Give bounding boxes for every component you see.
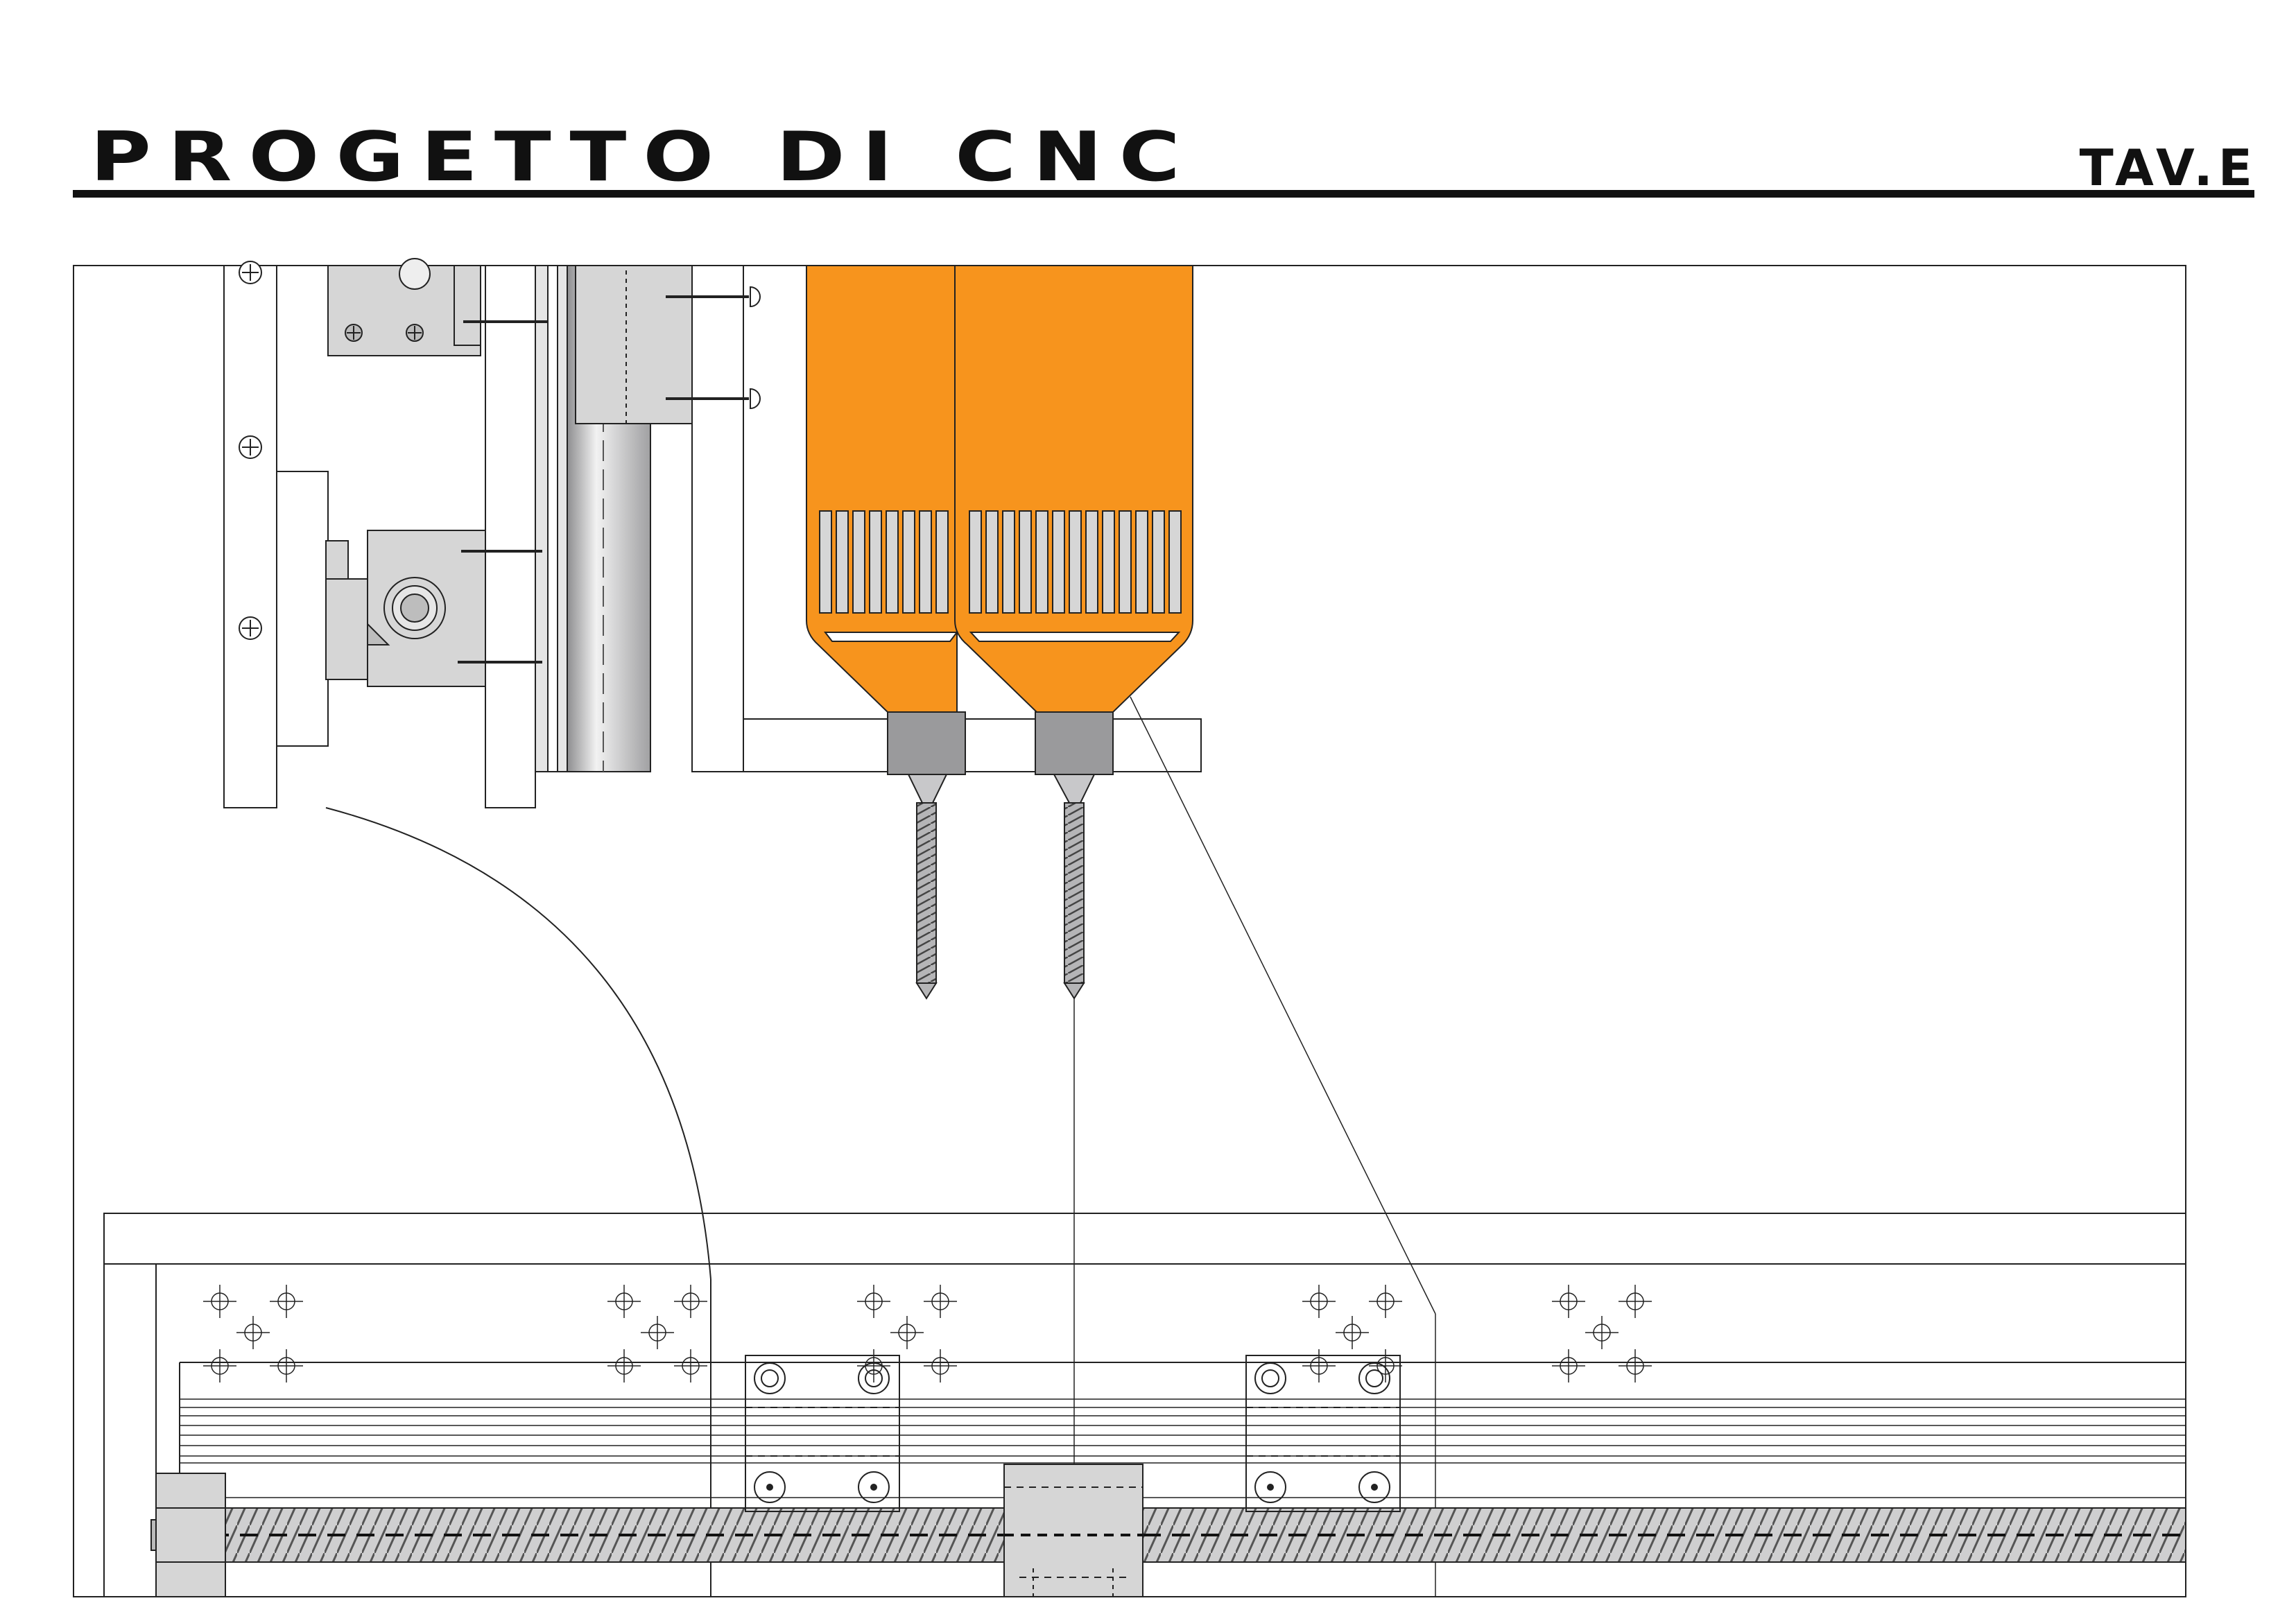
mounting-hole — [641, 1316, 674, 1349]
mounting-hole — [890, 1316, 924, 1349]
mounting-hole — [924, 1285, 957, 1318]
mounting-hole — [924, 1349, 957, 1382]
bearing-block-lower — [325, 530, 486, 687]
mounting-hole — [1302, 1285, 1336, 1318]
mounting-hole — [1336, 1316, 1369, 1349]
mounting-hole — [270, 1349, 303, 1382]
projection-lines — [1073, 696, 1436, 1597]
bolt-icons — [458, 286, 761, 664]
mounting-hole — [674, 1285, 707, 1318]
mounting-hole — [203, 1349, 236, 1382]
mounting-hole — [1552, 1285, 1585, 1318]
mounting-hole — [1302, 1349, 1336, 1382]
mounting-hole — [1552, 1349, 1585, 1382]
mounting-hole — [857, 1349, 890, 1382]
title-underline — [73, 190, 2254, 198]
linear-rail — [180, 1398, 2186, 1498]
mounting-hole — [236, 1316, 270, 1349]
screw-end-block — [155, 1473, 226, 1597]
carriage-block-right — [1245, 1355, 1401, 1512]
z-axis-plate — [485, 265, 1202, 808]
bearing-block-upper — [327, 258, 481, 356]
mounting-hole — [674, 1349, 707, 1382]
mounting-hole — [203, 1285, 236, 1318]
mounting-hole — [607, 1285, 641, 1318]
sheet-label: TAV.E — [2079, 139, 2258, 197]
lead-screw — [150, 1507, 2186, 1563]
mounting-hole — [1619, 1285, 1652, 1318]
mounting-hole — [607, 1349, 641, 1382]
mounting-hole — [1369, 1285, 1402, 1318]
base-frame — [103, 1213, 2186, 1597]
lead-screw-nut — [1003, 1464, 1143, 1597]
mounting-hole-patterns — [203, 1285, 1652, 1382]
mounting-hole — [1369, 1349, 1402, 1382]
screw-icons — [239, 261, 262, 640]
carriage-block-left — [745, 1355, 900, 1512]
mounting-hole — [1619, 1349, 1652, 1382]
mounting-hole — [270, 1285, 303, 1318]
cooling-vents — [819, 510, 1182, 642]
mounting-hole — [857, 1285, 890, 1318]
drawing-title: PROGETTO DI CNC — [90, 118, 1197, 197]
mounting-hole — [1585, 1316, 1619, 1349]
